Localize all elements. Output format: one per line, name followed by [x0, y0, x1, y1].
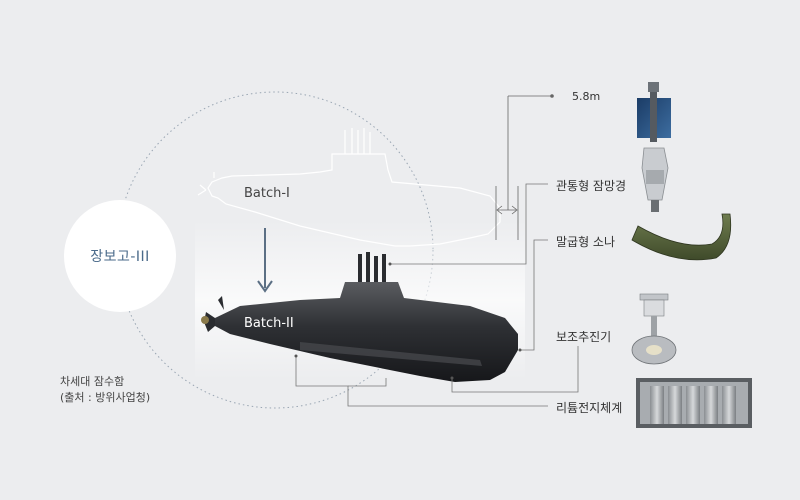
sonar-photo [631, 213, 732, 261]
program-name: 장보고-III [90, 249, 150, 265]
battery-photo [636, 378, 752, 428]
program-circle [64, 200, 176, 312]
batch2-submarine [201, 252, 518, 382]
periscope-photo [637, 82, 671, 212]
caption-source: (출처 : 방위사업청) [60, 391, 151, 404]
figure-caption: 차세대 잠수함 (출처 : 방위사업청) [60, 374, 150, 406]
dimension-marker [495, 95, 552, 240]
sonar-label: 말굽형 소나 [556, 235, 616, 249]
transition-arrow [257, 228, 273, 293]
aux-propulsor-photo [631, 293, 677, 365]
aux-propulsion-label: 보조추진기 [556, 330, 612, 344]
periscope-label: 관통형 잠망경 [556, 179, 627, 193]
batch1-label: Batch-I [244, 186, 290, 201]
battery-label: 리튬전지체계 [556, 401, 623, 415]
caption-title: 차세대 잠수함 [60, 375, 125, 388]
batch1-submarine-outline [197, 128, 501, 247]
callout-lines [295, 183, 579, 407]
batch2-label: Batch-II [244, 316, 294, 331]
dimension-label: 5.8m [572, 90, 601, 103]
